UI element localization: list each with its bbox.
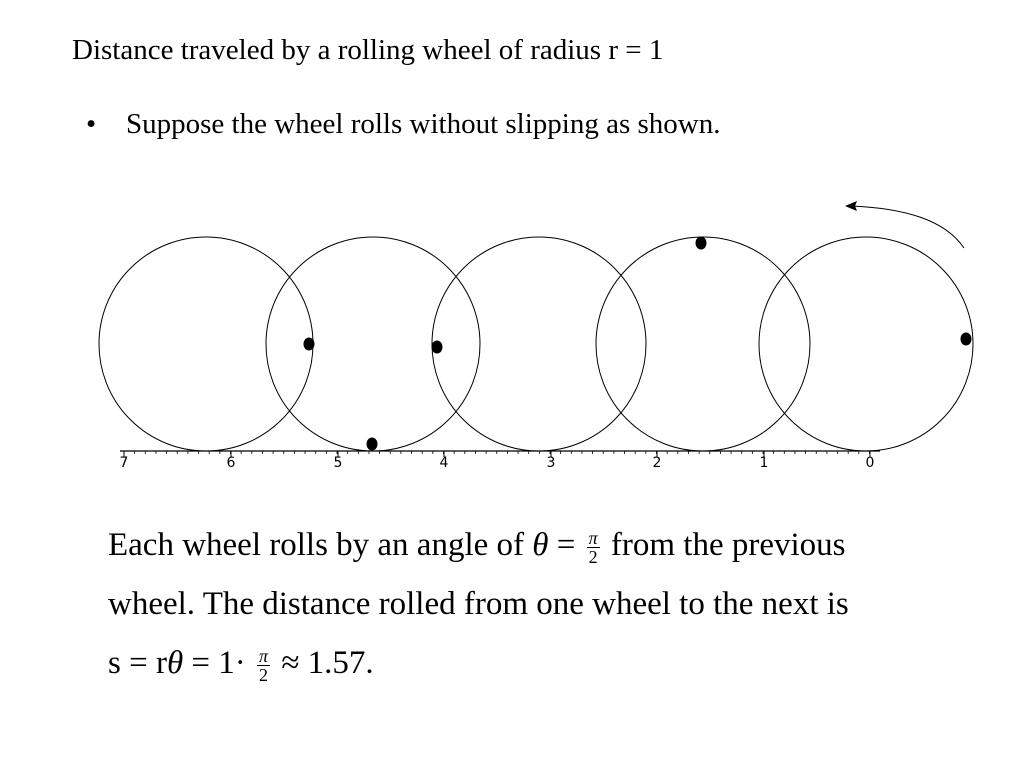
bullet-item: • Suppose the wheel rolls without slippin… (86, 108, 720, 141)
axis-tick-label: 5 (334, 455, 343, 471)
formula-s-equals-r: s = r (108, 645, 167, 681)
fraction-numerator: π (586, 527, 600, 548)
wheel-marker-dot (431, 340, 443, 354)
axis-tick-label: 0 (866, 455, 875, 471)
explanation-line1-start: Each wheel rolls by an angle of (108, 527, 525, 563)
bullet-text: Suppose the wheel rolls without slipping… (126, 108, 721, 140)
fraction-denominator: 2 (259, 664, 269, 685)
wheel-circle (595, 236, 811, 452)
theta-symbol: θ (166, 645, 184, 681)
axis-tick-label: 4 (440, 455, 449, 471)
axis-tick-label: 2 (653, 455, 662, 471)
number-line: 7 6 5 4 3 2 1 0 (120, 450, 880, 471)
formula-approx-result: ≈ 1.57. (281, 645, 374, 681)
axis-tick-label: 1 (760, 455, 769, 471)
rolling-wheel-diagram: 7 6 5 4 3 2 1 0 (98, 201, 974, 471)
axis-tick-label: 7 (120, 455, 129, 471)
wheel-circle (98, 236, 314, 452)
wheel-circle (758, 236, 974, 452)
wheel-marker-dot (695, 236, 707, 250)
bullet-dot-icon: • (86, 108, 97, 140)
wheel-circle (265, 236, 481, 452)
slide-title: Distance traveled by a rolling wheel of … (72, 34, 664, 66)
arrowhead-icon (845, 201, 857, 211)
equals-sign: = (556, 527, 576, 563)
fraction-numerator: π (257, 645, 271, 666)
rotation-arrow (849, 205, 965, 249)
axis-tick-label: 3 (547, 455, 556, 471)
axis-tick-label: 6 (227, 455, 236, 471)
theta-symbol: θ (532, 527, 549, 563)
wheel-circle (431, 236, 647, 452)
fraction-denominator: 2 (588, 546, 598, 567)
explanation-line1-end: from the previous (610, 527, 846, 563)
wheel-marker-dot (366, 437, 378, 451)
explanation-line-2: wheel. The distance rolled from one whee… (108, 586, 849, 622)
wheel-marker-dot (303, 337, 315, 351)
wheel-marker-dot (960, 332, 972, 346)
formula-equals-one: = 1· (191, 645, 246, 681)
